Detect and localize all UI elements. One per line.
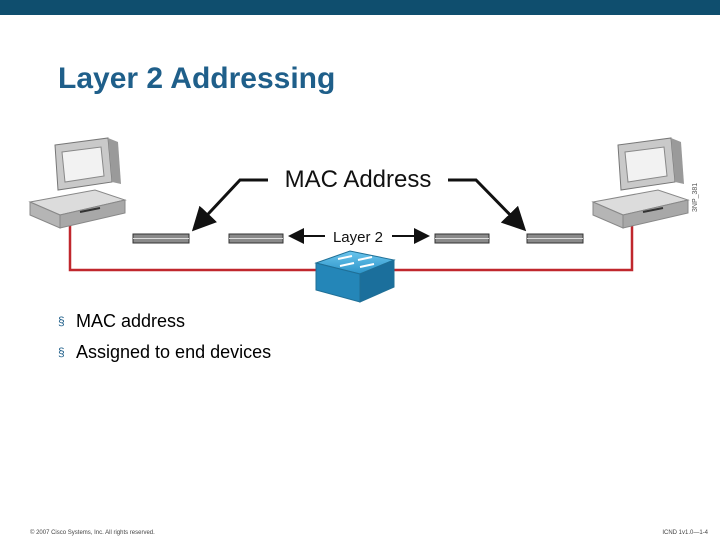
mac-arrow-left [191, 178, 268, 232]
frame-segment-icon [132, 233, 190, 244]
bullet-marker-icon: § [58, 345, 65, 359]
bullet-item: §MAC address [58, 311, 186, 331]
network-diagram: 3NP_381 MAC Address Layer 2 [28, 137, 699, 303]
bullet-list: §MAC address §Assigned to end devices [58, 310, 271, 372]
left-computer-icon [28, 137, 127, 229]
bullet-marker-icon: § [58, 314, 65, 328]
mac-address-label: MAC Address [285, 166, 432, 193]
frame-segment-icon [434, 233, 490, 244]
footer-copyright: © 2007 Cisco Systems, Inc. All rights re… [30, 530, 155, 536]
bullet-item: §Assigned to end devices [58, 342, 272, 362]
layer-2-label: Layer 2 [333, 229, 383, 246]
frame-segment-icon [228, 233, 284, 244]
top-bar [0, 0, 720, 15]
footer-slide-number: ICND 1v1.0—1-4 [662, 530, 708, 536]
mac-arrow-right [448, 178, 527, 232]
right-computer-icon [591, 137, 690, 229]
frame-segment-icon [526, 233, 584, 244]
switch-icon [314, 250, 396, 303]
figure-id: 3NP_381 [692, 183, 699, 212]
slide-title: Layer 2 Addressing [58, 62, 336, 95]
